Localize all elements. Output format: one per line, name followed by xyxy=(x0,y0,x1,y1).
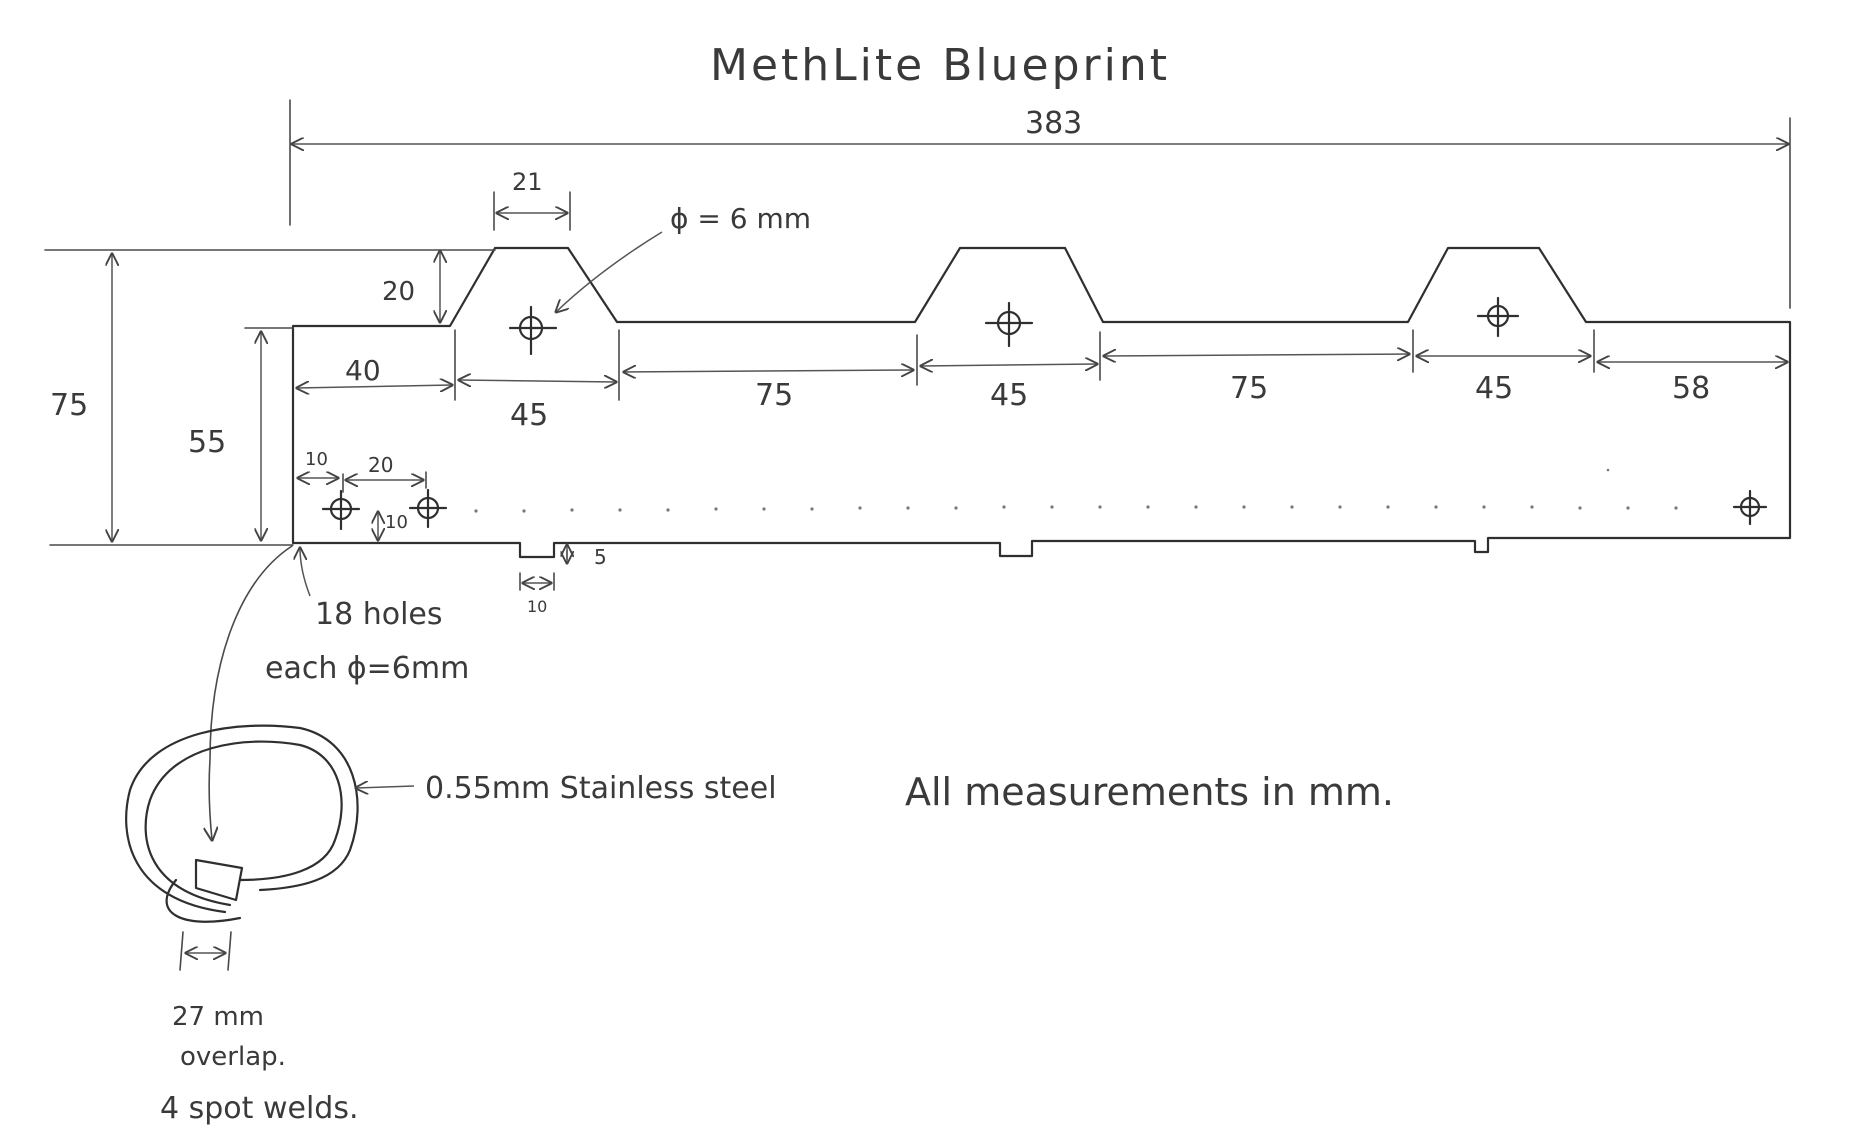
hole-row-dots xyxy=(474,468,1678,513)
tab-hole-note: ϕ = 6 mm xyxy=(556,202,811,312)
body-height-dimension: 55 xyxy=(188,327,294,540)
overlap-label: overlap. xyxy=(180,1042,286,1072)
coil-leader xyxy=(209,545,293,840)
hole-1 xyxy=(321,489,361,531)
holes-count-label: 18 holes xyxy=(315,597,443,632)
notch-width-label: 10 xyxy=(527,597,547,616)
notch-dimension: 5 10 xyxy=(519,545,607,616)
tab-hole-2 xyxy=(984,301,1034,348)
notch-depth-label: 5 xyxy=(594,545,607,569)
total-height-dimension: 75 xyxy=(44,249,496,546)
spot-welds-label: 4 spot welds. xyxy=(160,1091,359,1126)
part-outline xyxy=(291,246,1792,559)
body-height-label: 55 xyxy=(188,425,226,460)
blueprint-title: MethLite Blueprint xyxy=(710,40,1170,91)
hole-row xyxy=(321,468,1768,531)
end-offset-label: 58 xyxy=(1672,371,1710,406)
tab-hole-3 xyxy=(1476,296,1520,338)
material-label: 0.55mm Stainless steel xyxy=(425,771,777,806)
tab-hole-label: ϕ = 6 mm xyxy=(670,202,811,235)
gap-1-label: 75 xyxy=(755,378,793,413)
hole-spacing-dimensions: 10 20 10 xyxy=(298,449,427,540)
first-offset-label: 40 xyxy=(345,354,381,387)
tab-height-label: 20 xyxy=(382,277,415,307)
tab-base-3-label: 45 xyxy=(1475,371,1513,406)
overlap-length-label: 27 mm xyxy=(172,1002,264,1032)
hole-spacing-label: 20 xyxy=(368,453,393,477)
overall-length-dimension: 383 xyxy=(289,99,1791,309)
holes-note: 18 holes each ϕ=6mm xyxy=(265,548,469,686)
tab-base-2-label: 45 xyxy=(990,378,1028,413)
tab-hole-1 xyxy=(508,305,558,356)
material-note: 0.55mm Stainless steel xyxy=(356,771,777,806)
tab-height-dimension: 20 xyxy=(382,251,440,322)
tab-base-1-label: 45 xyxy=(510,398,548,433)
total-height-label: 75 xyxy=(50,388,88,423)
chain-dimensions: 40 45 75 45 75 45 58 xyxy=(297,329,1787,433)
overall-length-label: 383 xyxy=(1025,106,1082,141)
hole-bottom-offset-label: 10 xyxy=(385,512,408,533)
overlap-dimension: 27 mm overlap. 4 spot welds. xyxy=(160,931,359,1126)
gap-2-label: 75 xyxy=(1230,371,1268,406)
hole-last xyxy=(1732,489,1768,526)
units-note: All measurements in mm. xyxy=(905,770,1394,814)
hole-2 xyxy=(408,488,448,529)
hole-edge-offset-label: 10 xyxy=(305,449,328,470)
rolled-tube-sketch xyxy=(125,724,359,923)
tab-top-width-label: 21 xyxy=(512,168,543,196)
holes-diameter-label: each ϕ=6mm xyxy=(265,651,469,686)
tab-top-width-dimension: 21 xyxy=(493,168,571,231)
